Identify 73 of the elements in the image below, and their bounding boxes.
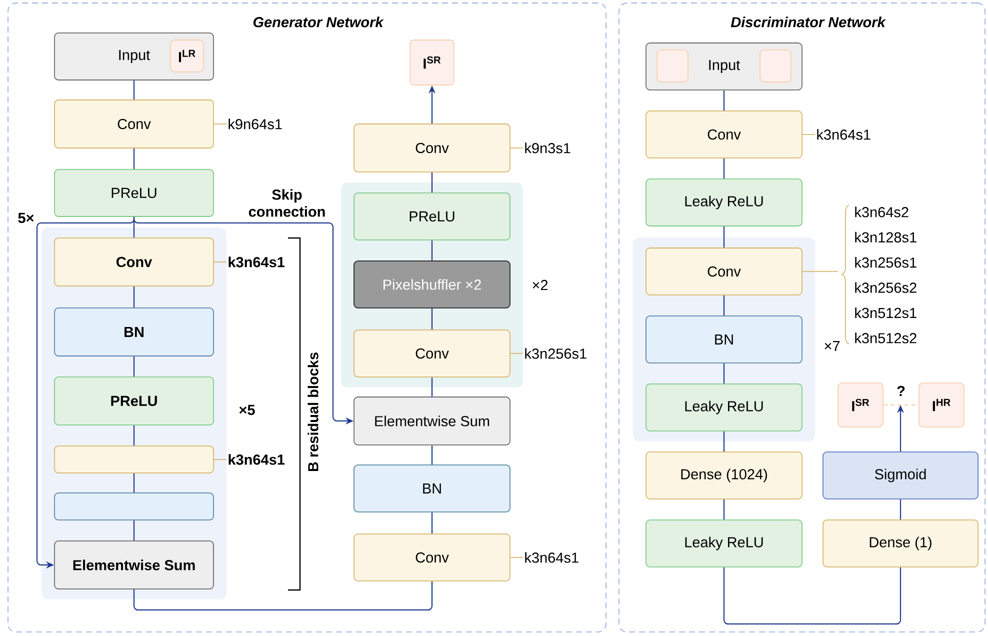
layer-box: Dense (1) — [822, 520, 978, 568]
connector — [723, 499, 725, 520]
layer-box: PReLU — [354, 192, 510, 240]
layer-box: Conv — [354, 330, 510, 378]
connector — [133, 520, 135, 541]
annotation-label: ×7 — [824, 341, 840, 351]
parameter-label: k3n256s2 — [855, 282, 916, 293]
layer-box: PReLU — [54, 376, 214, 426]
connector — [431, 377, 433, 397]
connector — [133, 425, 135, 446]
layer-box: BN — [54, 308, 214, 356]
image-box — [656, 50, 688, 82]
annotation-label: 5× — [18, 212, 34, 224]
annotation-label: B residual blocks — [308, 352, 318, 472]
layer-box: Sigmoid — [822, 452, 978, 500]
layer-box: Pixelshuffler ×2 — [354, 260, 510, 308]
connector — [723, 567, 902, 625]
connector — [723, 295, 725, 316]
parameter-label: k3n256s1 — [855, 257, 916, 268]
parameter-label: k3n256s1 — [525, 348, 586, 359]
parameter-label: k3n512s1 — [855, 307, 916, 318]
connector — [133, 356, 135, 377]
layer-box: Leaky ReLU — [646, 384, 802, 432]
layer-box: Conv — [354, 534, 510, 582]
image-box: I$^{SR}$ — [838, 382, 884, 428]
annotation-label: ×2 — [532, 280, 548, 290]
connector — [431, 240, 433, 261]
output-image-box: I$^{SR}$ — [410, 40, 454, 86]
connector — [723, 431, 725, 452]
layer-box: Elementwise Sum — [54, 540, 214, 590]
connector — [431, 445, 433, 465]
image-box: I$^{LR}$ — [170, 40, 204, 72]
layer-box: Conv — [54, 100, 214, 148]
connector — [133, 581, 433, 611]
connector — [133, 80, 135, 100]
layer-box: Leaky ReLU — [646, 520, 802, 568]
connector — [133, 473, 135, 493]
connector — [133, 148, 135, 170]
connector — [723, 90, 725, 111]
parameter-label: k9n64s1 — [228, 118, 282, 130]
annotation-label: ×5 — [239, 404, 255, 416]
parameter-label: k3n64s1 — [228, 256, 285, 268]
edge-label: Skip connection — [246, 188, 328, 218]
layer-box: Conv — [54, 238, 214, 286]
connector — [723, 158, 725, 179]
parameter-label: k3n64s1 — [228, 454, 285, 465]
layer-box: Conv — [646, 110, 802, 158]
image-box: I$^{HR}$ — [918, 382, 964, 428]
layer-box: BN — [354, 464, 510, 512]
connector — [723, 226, 725, 248]
parameter-label: k9n3s1 — [525, 142, 570, 154]
layer-box: Conv — [354, 124, 510, 172]
layer-box: Dense (1024) — [646, 452, 802, 500]
connector — [431, 172, 433, 193]
connector — [900, 499, 902, 520]
parameter-label: k3n64s1 — [817, 129, 870, 140]
connector — [431, 512, 433, 534]
parameter-label: k3n64s2 — [855, 206, 908, 218]
connector — [723, 363, 725, 384]
parameter-label: k3n64s1 — [525, 552, 578, 563]
connector — [431, 308, 433, 330]
layer-box — [54, 446, 214, 474]
layer-box: Conv — [646, 248, 802, 296]
layer-box: Leaky ReLU — [646, 178, 802, 226]
layer-box — [54, 492, 214, 520]
layer-box: PReLU — [54, 169, 214, 217]
connector — [133, 286, 135, 308]
edge-label: ? — [896, 384, 906, 398]
layer-box: Elementwise Sum — [354, 396, 510, 446]
layer-box: BN — [646, 316, 802, 364]
image-box — [760, 50, 792, 82]
parameter-label: k3n512s2 — [855, 332, 916, 344]
parameter-label: k3n128s1 — [855, 232, 916, 242]
